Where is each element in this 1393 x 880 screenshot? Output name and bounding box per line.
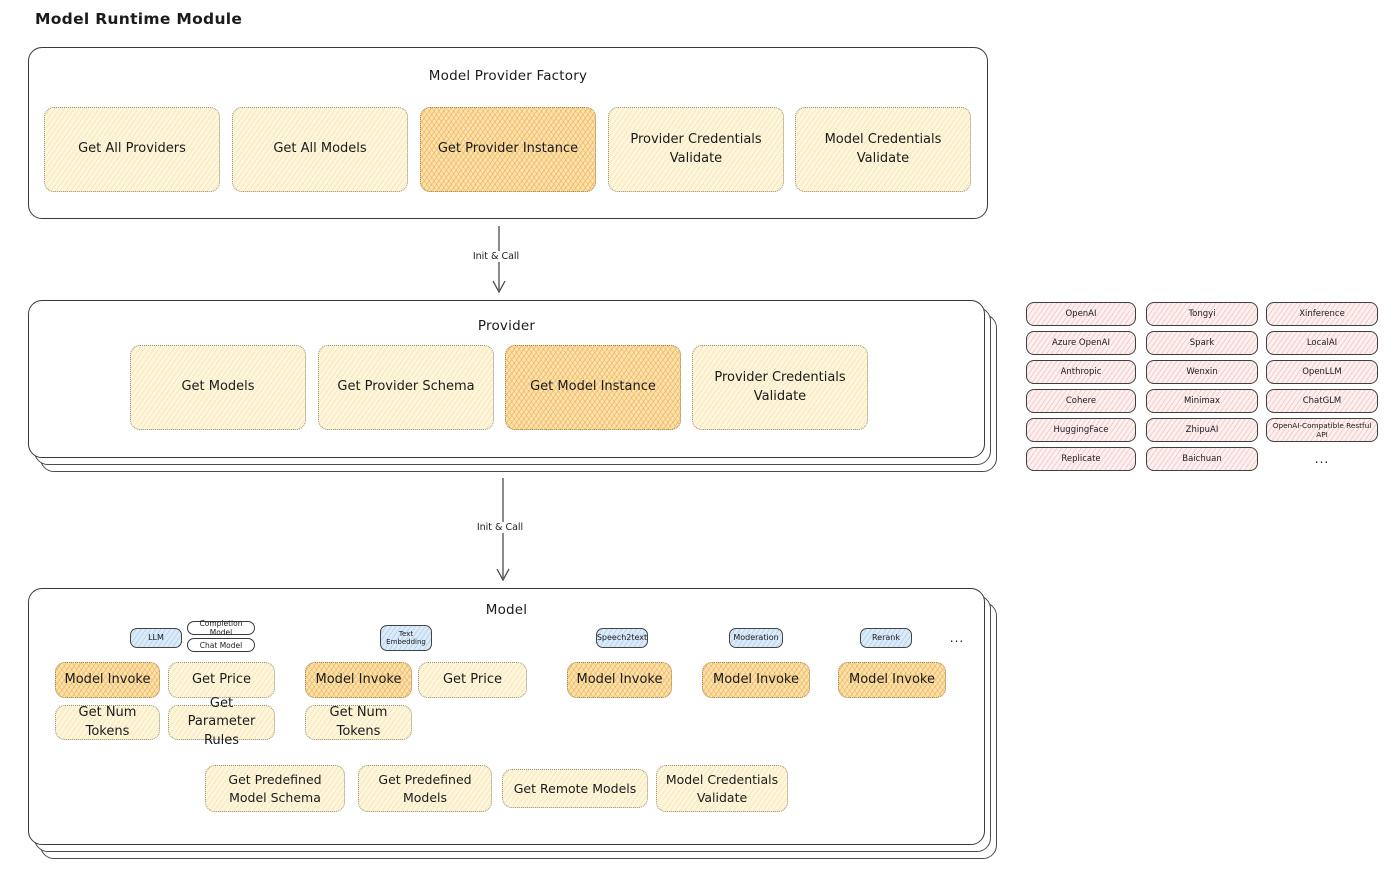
provider-chip-zhipuai: ZhipuAI xyxy=(1146,418,1258,442)
provider-chip-azure-openai: Azure OpenAI xyxy=(1026,331,1136,355)
provider-chip-chatglm: ChatGLM xyxy=(1266,389,1378,413)
provider-item-provider-credentials-validate: Provider Credentials Validate xyxy=(692,345,868,430)
model-type-pill-llm: LLM xyxy=(130,628,182,648)
provider-item-get-model-instance: Get Model Instance xyxy=(505,345,681,430)
model-title: Model xyxy=(485,602,528,618)
model-subtype-pill-chat-model: Chat Model xyxy=(187,638,255,652)
model-type-pill-moderation: Moderation xyxy=(729,628,783,648)
provider-chip-xinference: Xinference xyxy=(1266,302,1378,326)
factory-title: Model Provider Factory xyxy=(428,68,588,84)
model-op-get-predefined-model-schema: Get Predefined Model Schema xyxy=(205,765,345,812)
model-op-moderation-model-invoke: Model Invoke xyxy=(702,662,810,698)
factory-item-get-all-models: Get All Models xyxy=(232,107,408,192)
provider-item-get-provider-schema: Get Provider Schema xyxy=(318,345,494,430)
provider-title: Provider xyxy=(477,318,536,334)
provider-chip-minimax: Minimax xyxy=(1146,389,1258,413)
provider-chip-huggingface: HuggingFace xyxy=(1026,418,1136,442)
model-op-get-remote-models: Get Remote Models xyxy=(502,769,648,808)
model-type-pill-text-embedding: Text Embedding xyxy=(380,625,432,651)
provider-chip-openai: OpenAI xyxy=(1026,302,1136,326)
model-op-rerank-model-invoke: Model Invoke xyxy=(838,662,946,698)
provider-chip-spark: Spark xyxy=(1146,331,1258,355)
provider-chip-replicate: Replicate xyxy=(1026,447,1136,471)
factory-item-get-provider-instance: Get Provider Instance xyxy=(420,107,596,192)
model-subtype-pill-completion-model: Completion Model xyxy=(187,619,255,637)
provider-chip-openllm: OpenLLM xyxy=(1266,360,1378,384)
factory-item-provider-credentials-validate: Provider Credentials Validate xyxy=(608,107,784,192)
model-op-speech2text-model-invoke: Model Invoke xyxy=(567,662,672,698)
page-title: Model Runtime Module xyxy=(35,10,243,28)
arrow-label-init-call-2: Init & Call xyxy=(472,522,528,533)
provider-chip-openai-compatible-restful-api: OpenAI-Compatible Restful API xyxy=(1266,418,1378,442)
model-op-llm-get-parameter-rules: Get Parameter Rules xyxy=(168,696,275,748)
model-type-pill-speech2text: Speech2text xyxy=(596,628,648,648)
provider-chip-tongyi: Tongyi xyxy=(1146,302,1258,326)
model-op-text-embedding-get-num-tokens: Get Num Tokens xyxy=(305,705,412,740)
factory-item-get-all-providers: Get All Providers xyxy=(44,107,220,192)
model-op-text-embedding-model-invoke: Model Invoke xyxy=(305,662,412,698)
provider-chip-wenxin: Wenxin xyxy=(1146,360,1258,384)
model-op-llm-get-num-tokens: Get Num Tokens xyxy=(55,705,160,740)
model-type-pill-rerank: Rerank xyxy=(860,628,912,648)
provider-item-get-models: Get Models xyxy=(130,345,306,430)
provider-chip-anthropic: Anthropic xyxy=(1026,360,1136,384)
model-op-get-predefined-models: Get Predefined Models xyxy=(358,765,492,812)
provider-chip-localai: LocalAI xyxy=(1266,331,1378,355)
arrow-label-init-call-1: Init & Call xyxy=(468,251,524,262)
factory-item-model-credentials-validate: Model Credentials Validate xyxy=(795,107,971,192)
provider-catalog-ellipsis: ... xyxy=(1314,452,1330,466)
model-op-llm-get-price: Get Price xyxy=(168,662,275,698)
model-types-ellipsis: ... xyxy=(949,631,965,645)
provider-chip-cohere: Cohere xyxy=(1026,389,1136,413)
provider-chip-baichuan: Baichuan xyxy=(1146,447,1258,471)
model-op-llm-model-invoke: Model Invoke xyxy=(55,662,160,698)
model-op-model-credentials-validate: Model Credentials Validate xyxy=(656,765,788,812)
model-op-text-embedding-get-price: Get Price xyxy=(418,662,527,698)
